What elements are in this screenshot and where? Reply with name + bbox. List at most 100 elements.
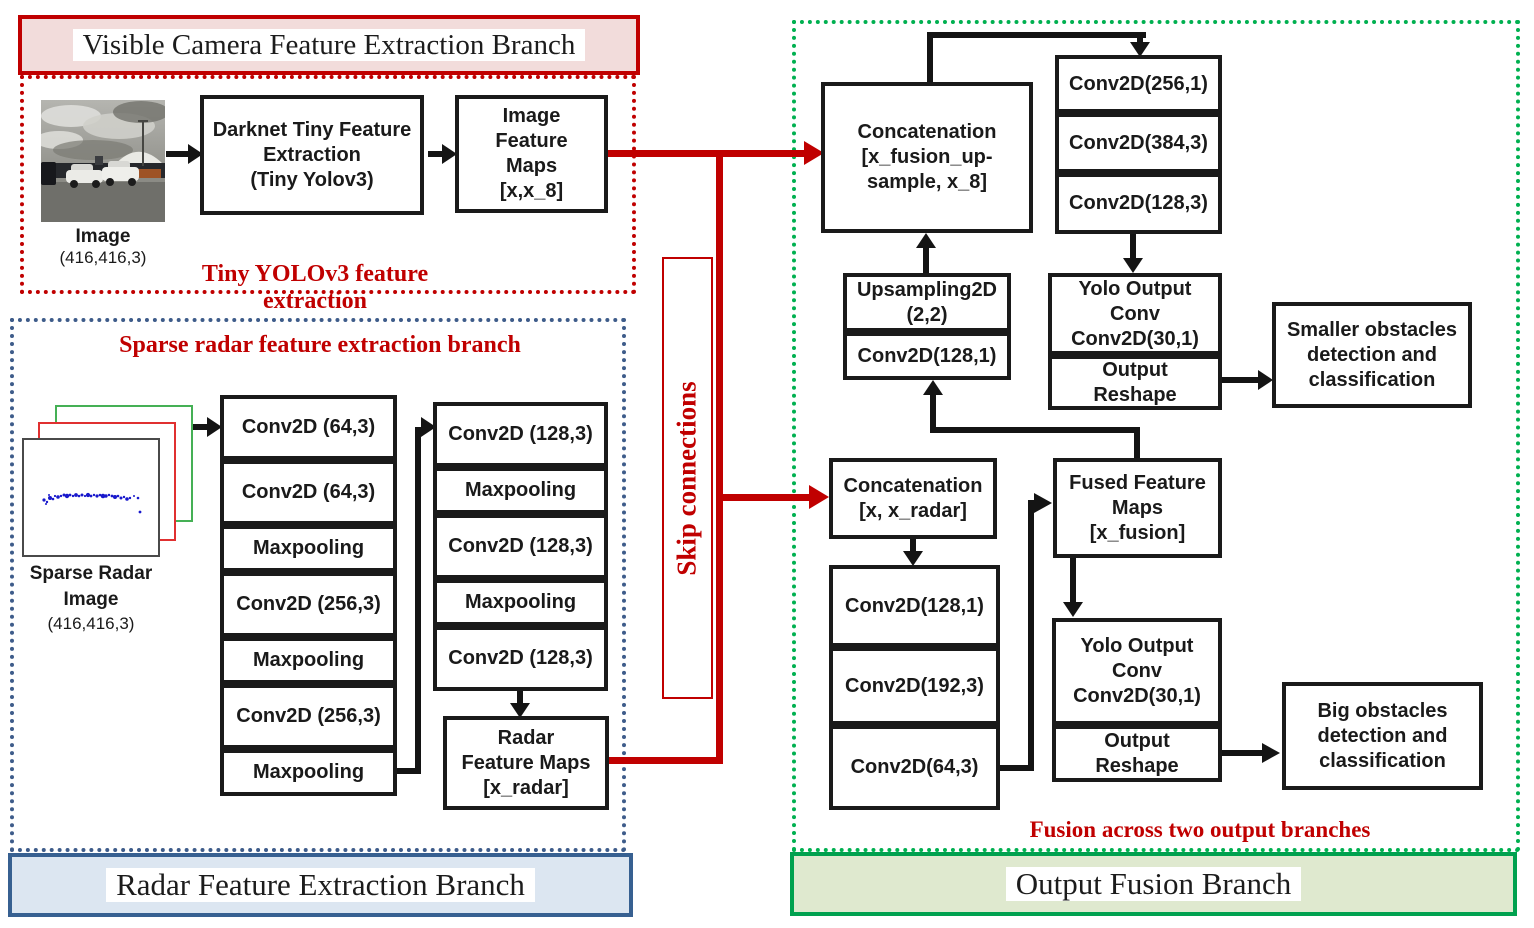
- layer-box: Conv2D (256,3): [220, 572, 397, 637]
- layer-box: Conv2D (64,3): [220, 395, 397, 460]
- skip-bus-line-top: [608, 150, 806, 157]
- yolo-output-small-box: Yolo Output Conv Conv2D(30,1): [1048, 273, 1222, 355]
- layer-box: Maxpooling: [220, 637, 397, 684]
- concat-upsample-box: Concatenation [x_fusion_up- sample, x_8]: [821, 82, 1033, 233]
- connector-conv64-to-fused-head: [1034, 493, 1052, 513]
- camera-branch-caption: Tiny YOLOv3 feature extraction: [201, 261, 429, 314]
- layer-box: Maxpooling: [220, 525, 397, 572]
- arrow-image-to-darknet-line: [166, 151, 188, 157]
- skip-bus-line-bottom: [609, 757, 720, 764]
- skip-bus-line-vertical: [716, 150, 723, 764]
- camera-photo-image: [35, 100, 169, 222]
- connector-col1-to-col2-v: [415, 427, 421, 774]
- connector-fused-to-conv128-v2: [1134, 427, 1140, 458]
- connector-concat-to-convstack-head: [1130, 42, 1150, 57]
- fusion-conv-stack-bottom: Conv2D(128,1) Conv2D(192,3) Conv2D(64,3): [829, 565, 1000, 810]
- camera-branch-header-text: Visible Camera Feature Extraction Branch: [72, 28, 586, 62]
- layer-box: Maxpooling: [433, 467, 608, 514]
- connector-conv64-to-fused-h: [1000, 765, 1034, 771]
- layer-box: Conv2D (128,3): [433, 402, 608, 467]
- connector-fused-to-conv128-v1: [930, 394, 936, 433]
- arrow-col2-to-radarmaps-head: [510, 703, 530, 718]
- smaller-obstacles-box: Smaller obstacles detection and classifi…: [1272, 302, 1472, 408]
- image-shape-label: (416,416,3): [59, 248, 147, 267]
- concat-radar-box: Concatenation [x, x_radar]: [829, 458, 997, 539]
- upsampling2d-box: Upsampling2D (2,2): [843, 273, 1011, 332]
- layer-box: Conv2D(192,3): [829, 647, 1000, 725]
- layer-box: Conv2D(256,1): [1055, 55, 1222, 113]
- layer-box: Conv2D (64,3): [220, 460, 397, 525]
- layer-box: Conv2D(128,3): [1055, 173, 1222, 234]
- yolo-output-big-stack: Yolo Output Conv Conv2D(30,1) Output Res…: [1052, 618, 1222, 782]
- connector-concat-to-convstack-v2: [1137, 36, 1143, 46]
- arrow-radar-to-conv-head: [207, 417, 222, 437]
- output-reshape-small-box: Output Reshape: [1048, 355, 1222, 410]
- conv2d-128-1-box: Conv2D(128,1): [843, 332, 1011, 380]
- arrow-darknet-to-imagemaps-line: [428, 151, 444, 157]
- layer-box: Conv2D (128,3): [433, 514, 608, 579]
- fusion-branch-footer: Output Fusion Branch: [790, 852, 1517, 916]
- camera-photo: [35, 100, 169, 222]
- layer-box: Maxpooling: [220, 749, 397, 796]
- connector-col1-to-col2-h: [397, 768, 421, 774]
- yolo-output-small-stack: Yolo Output Conv Conv2D(30,1) Output Res…: [1048, 273, 1222, 410]
- skip-connections-label: Skip connections: [662, 257, 713, 699]
- connector-concat-to-convstack-h: [927, 32, 1146, 38]
- image-label: Image: [75, 226, 131, 247]
- skip-connections-label-text: Skip connections: [672, 380, 702, 576]
- arrow-reshape-to-smaller-line: [1222, 377, 1260, 383]
- radar-conv-column-1: Conv2D (64,3) Conv2D (64,3) Maxpooling C…: [220, 395, 397, 796]
- arrow-reshape-to-smaller-head: [1258, 370, 1273, 390]
- yolo-output-big-box: Yolo Output Conv Conv2D(30,1): [1052, 618, 1222, 725]
- upsampling-stack: Upsampling2D (2,2) Conv2D(128,1): [843, 273, 1011, 380]
- radar-branch-footer: Radar Feature Extraction Branch: [8, 853, 633, 917]
- arrow-convstack-to-yolo-small-line: [1130, 234, 1136, 260]
- layer-box: Conv2D(384,3): [1055, 113, 1222, 173]
- fusion-conv-stack-top: Conv2D(256,1) Conv2D(384,3) Conv2D(128,3…: [1055, 55, 1222, 234]
- radar-branch-title: Sparse radar feature extraction branch: [119, 332, 521, 358]
- connector-concat-to-convstack-v1: [927, 32, 933, 82]
- layer-box: Conv2D(64,3): [829, 725, 1000, 810]
- layer-box: Conv2D(128,1): [829, 565, 1000, 647]
- big-obstacles-box: Big obstacles detection and classificati…: [1282, 682, 1483, 790]
- fused-feature-maps-box: Fused Feature Maps [x_fusion]: [1053, 458, 1222, 558]
- output-reshape-big-box: Output Reshape: [1052, 725, 1222, 782]
- arrow-concat-to-convstack2-head: [903, 551, 923, 566]
- radar-scatter: [42, 492, 142, 514]
- arrow-concat-to-convstack2-line: [910, 539, 916, 553]
- skip-bus-line-middle: [716, 494, 809, 501]
- camera-branch-region: [20, 75, 636, 294]
- connector-conv64-to-fused-v: [1028, 500, 1034, 771]
- fusion-branch-region: [792, 20, 1520, 852]
- connector-fused-to-conv128-head: [923, 380, 943, 395]
- skip-bus-arrowhead-top: [804, 141, 824, 165]
- radar-feature-maps-box: Radar Feature Maps [x_radar]: [443, 716, 609, 810]
- arrow-col2-to-radarmaps-line: [517, 691, 523, 705]
- image-feature-maps-box: Image Feature Maps [x,x_8]: [455, 95, 608, 213]
- darknet-box: Darknet Tiny Feature Extraction (Tiny Yo…: [200, 95, 424, 215]
- arrow-radar-to-conv-line: [193, 424, 207, 430]
- radar-image-label: Sparse Radar Image: [29, 563, 153, 610]
- connector-fused-to-conv128-h: [930, 427, 1140, 433]
- radar-branch-region: [10, 318, 626, 852]
- connector-col1-to-col2-head: [421, 417, 436, 437]
- arrow-reshape-to-big-line: [1222, 750, 1264, 756]
- radar-branch-footer-text: Radar Feature Extraction Branch: [106, 867, 535, 903]
- layer-box: Conv2D (128,3): [433, 626, 608, 691]
- fusion-branch-caption: Fusion across two output branches: [1029, 817, 1371, 842]
- arrow-darknet-to-imagemaps-head: [442, 144, 457, 164]
- radar-conv-column-2: Conv2D (128,3) Maxpooling Conv2D (128,3)…: [433, 402, 608, 691]
- arrow-fused-to-yolo-big-line: [1070, 558, 1076, 604]
- arrow-upsampling-to-concat-line: [923, 246, 929, 273]
- skip-bus-arrowhead-middle: [809, 485, 829, 509]
- arrow-image-to-darknet-head: [188, 144, 203, 164]
- arrow-reshape-to-big-head: [1262, 743, 1280, 763]
- arrow-fused-to-yolo-big-head: [1063, 602, 1083, 617]
- fusion-branch-footer-text: Output Fusion Branch: [1005, 866, 1302, 902]
- layer-box: Conv2D (256,3): [220, 684, 397, 749]
- radar-image: [22, 438, 160, 557]
- arrow-upsampling-to-concat-head: [916, 233, 936, 248]
- radar-image-shape-label: (416,416,3): [47, 614, 135, 633]
- camera-branch-header: Visible Camera Feature Extraction Branch: [18, 15, 640, 75]
